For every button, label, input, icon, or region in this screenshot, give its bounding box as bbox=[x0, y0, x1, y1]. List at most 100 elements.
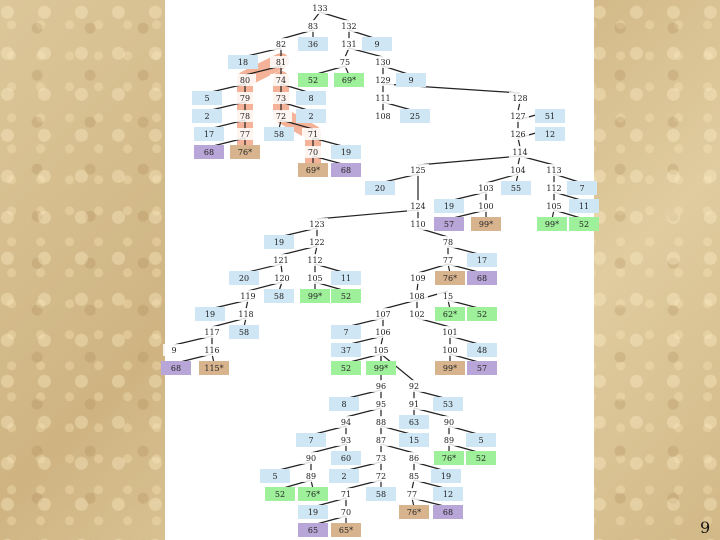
node-label: 103 bbox=[478, 184, 493, 193]
tree-node: 120 bbox=[271, 272, 293, 284]
tree-node: 5 bbox=[466, 433, 496, 447]
node-backdrop bbox=[370, 398, 392, 410]
node-label: 52 bbox=[341, 292, 351, 301]
node-backdrop bbox=[338, 38, 360, 50]
node-backdrop bbox=[437, 290, 459, 302]
tree-node: 95 bbox=[370, 398, 392, 410]
node-label: 19 bbox=[274, 238, 284, 247]
node-box bbox=[466, 451, 496, 465]
node-label: 20 bbox=[375, 184, 385, 193]
node-box bbox=[229, 271, 259, 285]
tree-node: 52 bbox=[331, 361, 361, 375]
node-label: 108 bbox=[375, 112, 390, 121]
node-backdrop bbox=[163, 344, 185, 356]
node-box bbox=[433, 505, 463, 519]
node-label: 17 bbox=[204, 130, 214, 139]
node-label: 100 bbox=[442, 346, 457, 355]
node-label: 2 bbox=[308, 112, 313, 121]
tree-node: 126 bbox=[507, 128, 529, 140]
node-label: 107 bbox=[375, 310, 390, 319]
node-label: 99* bbox=[545, 220, 559, 229]
node-label: 74 bbox=[276, 76, 286, 85]
node-backdrop bbox=[270, 74, 292, 86]
node-backdrop bbox=[237, 290, 259, 302]
node-box bbox=[434, 451, 464, 465]
node-box bbox=[366, 487, 396, 501]
tree-node: 113 bbox=[543, 164, 565, 176]
tree-node: 82 bbox=[270, 38, 292, 50]
tree-node: 83 bbox=[302, 20, 324, 32]
node-backdrop bbox=[439, 326, 461, 338]
tree-node: 60 bbox=[331, 451, 361, 465]
tree-node: 96 bbox=[370, 380, 392, 392]
node-box bbox=[329, 469, 359, 483]
tree-node: 78 bbox=[437, 236, 459, 248]
node-backdrop bbox=[309, 2, 331, 14]
node-box bbox=[435, 307, 465, 321]
node-backdrop bbox=[437, 236, 459, 248]
tree-node: 72 bbox=[270, 110, 292, 122]
node-backdrop bbox=[406, 308, 428, 320]
tree-node: 9 bbox=[362, 37, 392, 51]
node-label: 106 bbox=[375, 328, 390, 337]
node-backdrop bbox=[306, 218, 328, 230]
node-box bbox=[161, 361, 191, 375]
tree-node: 94 bbox=[335, 416, 357, 428]
node-label: 110 bbox=[410, 220, 425, 229]
node-label: 70 bbox=[341, 508, 351, 517]
tree-node: 130 bbox=[372, 56, 394, 68]
node-box bbox=[362, 37, 392, 51]
tree-node: 36 bbox=[298, 37, 328, 51]
node-backdrop bbox=[335, 488, 357, 500]
tree-node: 70 bbox=[335, 506, 357, 518]
node-label: 108 bbox=[409, 292, 424, 301]
tree-node: 20 bbox=[229, 271, 259, 285]
node-backdrop bbox=[403, 380, 425, 392]
node-label: 65 bbox=[308, 526, 318, 535]
node-label: 90 bbox=[444, 418, 454, 427]
node-label: 58 bbox=[239, 328, 249, 337]
node-backdrop bbox=[407, 164, 429, 176]
tree-node: 90 bbox=[438, 416, 460, 428]
node-label: 68 bbox=[204, 148, 214, 157]
node-box bbox=[535, 127, 565, 141]
tree-node: 71 bbox=[335, 488, 357, 500]
node-backdrop bbox=[234, 128, 256, 140]
tree-node: 74 bbox=[270, 74, 292, 86]
tree-node: 119 bbox=[237, 290, 259, 302]
tree-node: 131 bbox=[338, 38, 360, 50]
tree-node: 89 bbox=[300, 470, 322, 482]
tree-node: 9 bbox=[396, 73, 426, 87]
node-label: 117 bbox=[204, 328, 219, 337]
node-box bbox=[296, 91, 326, 105]
node-box bbox=[264, 235, 294, 249]
tree-node: 52 bbox=[467, 307, 497, 321]
tree-node: 17 bbox=[467, 253, 497, 267]
node-label: 2 bbox=[204, 112, 209, 121]
tree-node: 2 bbox=[329, 469, 359, 483]
node-backdrop bbox=[270, 38, 292, 50]
tree-node: 5 bbox=[260, 469, 290, 483]
tree-node: 37 bbox=[331, 343, 361, 357]
tree-node: 111 bbox=[372, 92, 394, 104]
node-label: 52 bbox=[341, 364, 351, 373]
node-label: 99* bbox=[479, 220, 493, 229]
node-box bbox=[296, 433, 326, 447]
node-backdrop bbox=[370, 452, 392, 464]
node-box bbox=[569, 199, 599, 213]
node-box bbox=[228, 55, 258, 69]
node-label: 123 bbox=[309, 220, 324, 229]
node-label: 68 bbox=[477, 274, 487, 283]
node-box bbox=[192, 91, 222, 105]
node-backdrop bbox=[438, 416, 460, 428]
node-label: 133 bbox=[312, 4, 327, 13]
node-backdrop bbox=[438, 434, 460, 446]
tree-node: 88 bbox=[370, 416, 392, 428]
tree-node: 78 bbox=[234, 110, 256, 122]
node-label: 121 bbox=[273, 256, 288, 265]
node-label: 19 bbox=[441, 472, 451, 481]
node-backdrop bbox=[370, 416, 392, 428]
tree-node: 118 bbox=[235, 308, 257, 320]
tree-node: 132 bbox=[338, 20, 360, 32]
node-backdrop bbox=[370, 434, 392, 446]
